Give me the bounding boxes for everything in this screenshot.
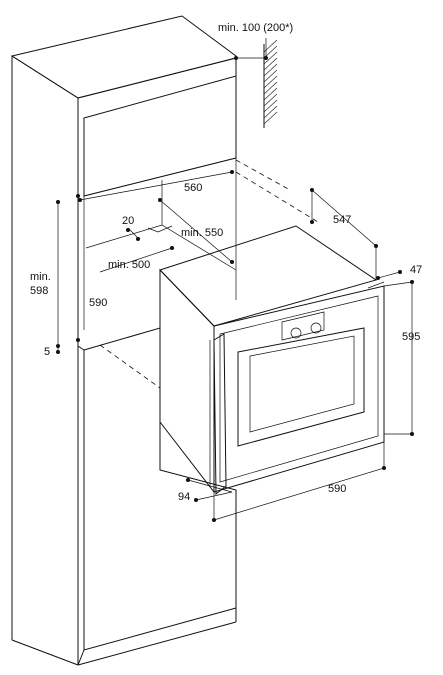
tall-cabinet [10,15,237,666]
wall-hatch [263,39,278,128]
base-offset-label: 5 [44,346,50,358]
cabinet-height-min-label: min. [30,271,51,283]
left-knob-icon [290,327,302,339]
front-depth-label: 47 [410,264,422,276]
oven [159,225,385,496]
niche-depth-label: min. 550 [181,227,223,239]
oven-depth-label: 547 [333,214,351,226]
right-knob-icon [310,322,322,334]
niche-depth-base-label: min. 500 [108,259,150,271]
cabinet-height-value-label: 598 [30,285,48,297]
top-clearance-label: min. 100 (200*) [218,22,293,34]
niche-width-label: 560 [184,182,202,194]
oven-height-label: 595 [402,331,420,343]
vent-gap-label: 20 [122,215,134,227]
niche-height-label: 590 [89,297,107,309]
oven-width-label: 590 [328,483,346,495]
door-depth-label: 94 [178,491,190,503]
